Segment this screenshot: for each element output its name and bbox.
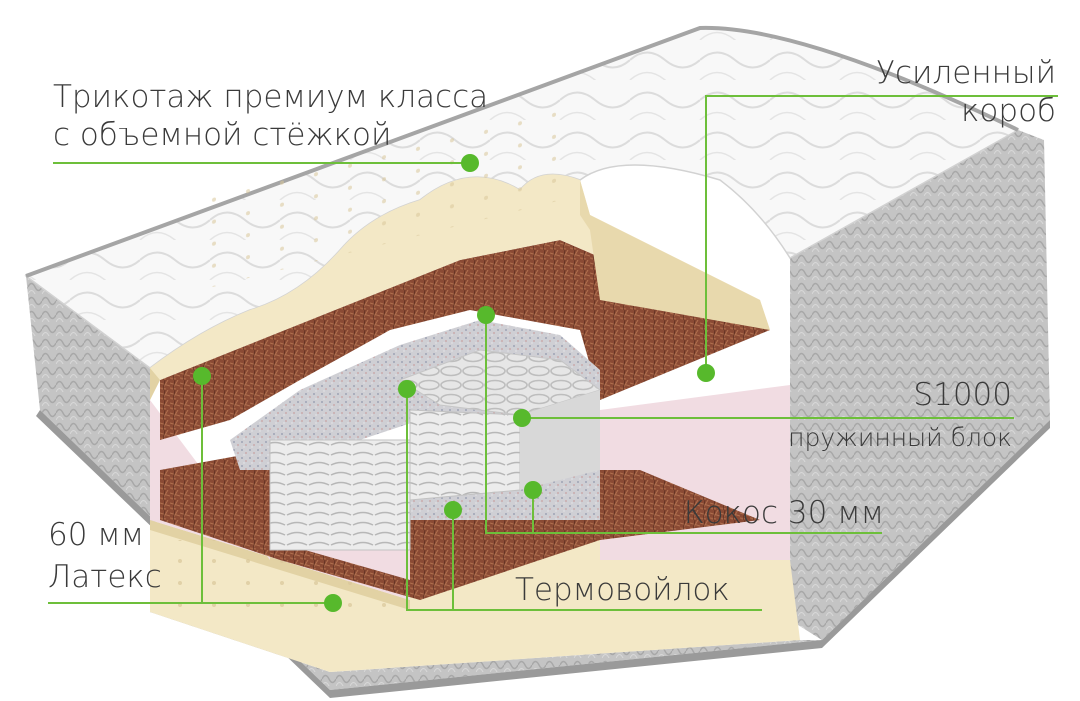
- dot-felt-upper: [398, 380, 416, 398]
- label-knit: Трикотаж премиум класса с объемной стёжк…: [53, 80, 488, 152]
- label-box-line1: Усиленный: [876, 55, 1056, 91]
- label-latex: 60 мм Латекс: [48, 518, 162, 594]
- spring-block-inner: [409, 409, 521, 501]
- leader-lines: [48, 95, 1058, 611]
- label-spring-subtitle: пружинный блок: [788, 423, 1012, 452]
- dot-box: [697, 364, 715, 382]
- label-coconut: Кокос 30 мм: [683, 495, 884, 531]
- label-spring-title: S1000: [913, 377, 1012, 413]
- spring-block-front: [269, 439, 411, 551]
- coconut-layer-lower: [160, 450, 760, 600]
- dot-felt-lower: [444, 501, 462, 519]
- latex-bottom-layer: [150, 520, 800, 672]
- leader-latex: [48, 376, 333, 604]
- label-felt: Термовойлок: [515, 572, 730, 608]
- label-knit-line2: с объемной стёжкой: [53, 117, 392, 154]
- label-box-line2: короб: [961, 93, 1056, 130]
- dot-coconut-lower: [524, 481, 542, 499]
- label-box: Усиленный короб: [876, 56, 1056, 128]
- top-piping: [25, 25, 1019, 278]
- marker-dots: [193, 154, 715, 612]
- dot-latex-top: [193, 367, 211, 385]
- label-latex-line2: Латекс: [48, 559, 162, 596]
- label-knit-line1: Трикотаж премиум класса: [53, 79, 489, 115]
- leader-box: [705, 95, 1058, 373]
- dot-spring: [513, 409, 531, 427]
- leader-felt: [406, 389, 762, 611]
- mattress-right-side: [790, 130, 1050, 640]
- dot-latex-bottom: [324, 594, 342, 612]
- dot-coconut-upper: [477, 306, 495, 324]
- dot-knit: [461, 154, 479, 172]
- label-latex-line1: 60 мм: [48, 517, 145, 553]
